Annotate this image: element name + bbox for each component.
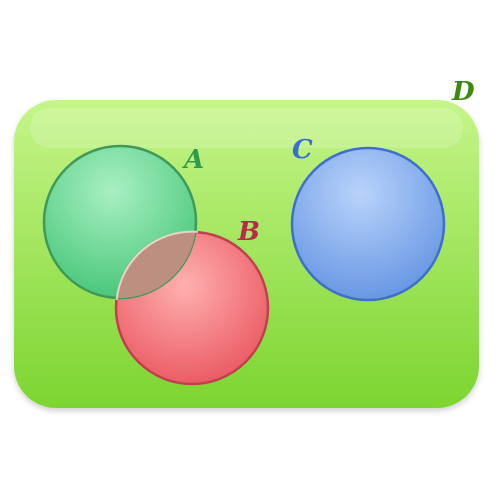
set-c-circle <box>290 146 446 302</box>
universe-label-d: D <box>451 77 475 107</box>
intersection-a-b-outline <box>115 230 199 301</box>
universe-highlight <box>30 108 463 148</box>
set-b-label: B <box>237 217 260 247</box>
intersection-a-b <box>116 232 196 298</box>
set-a-label: A <box>181 145 204 175</box>
set-c-label: C <box>292 135 313 165</box>
